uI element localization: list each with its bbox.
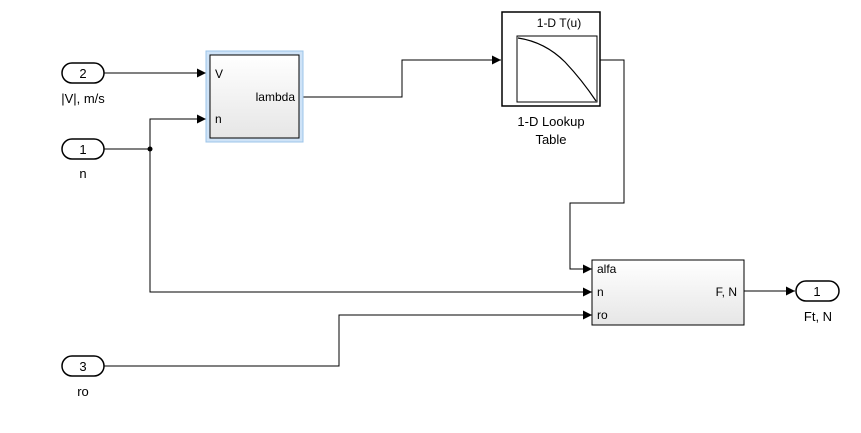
- lookup-table-block[interactable]: 1-D T(u): [501, 11, 601, 107]
- signal-n-to-force[interactable]: [149, 149, 592, 297]
- inport-1[interactable]: 1: [61, 138, 105, 160]
- outport-1-number: 1: [813, 284, 820, 299]
- lookup-table-caption-1: 1-D Lookup: [517, 114, 584, 129]
- outport-1[interactable]: 1: [795, 280, 840, 302]
- force-port-ro: ro: [597, 308, 608, 322]
- lambda-port-n: n: [215, 112, 222, 126]
- lambda-port-v: V: [215, 67, 223, 81]
- inport-3-number: 3: [79, 359, 86, 374]
- branch-point: [147, 146, 153, 152]
- signal-n-to-lambda[interactable]: [104, 114, 206, 150]
- inport-1-label: n: [79, 166, 86, 181]
- inport-1-number: 1: [79, 142, 86, 157]
- force-port-out: F, N: [716, 285, 737, 299]
- inport-2-number: 2: [79, 66, 86, 81]
- lookup-curve-icon: [517, 37, 597, 102]
- signal-ro-to-force[interactable]: [104, 310, 592, 367]
- inport-3-label: ro: [77, 384, 89, 399]
- outport-1-label: Ft, N: [804, 309, 832, 324]
- inport-2-label: |V|, m/s: [61, 91, 105, 106]
- signal-lambda-to-lookup[interactable]: [300, 55, 501, 98]
- inport-2[interactable]: 2: [61, 62, 105, 84]
- lambda-subsystem-block[interactable]: V n lambda: [205, 50, 304, 143]
- force-subsystem-block[interactable]: alfa n ro F, N: [591, 259, 745, 326]
- signal-lookup-to-force[interactable]: [569, 59, 625, 274]
- inport-3[interactable]: 3: [61, 355, 105, 377]
- lookup-table-caption-2: Table: [535, 132, 566, 147]
- force-port-alfa: alfa: [597, 262, 617, 276]
- lambda-port-out: lambda: [256, 90, 296, 104]
- force-port-n: n: [597, 285, 604, 299]
- lookup-table-title: 1-D T(u): [537, 16, 581, 30]
